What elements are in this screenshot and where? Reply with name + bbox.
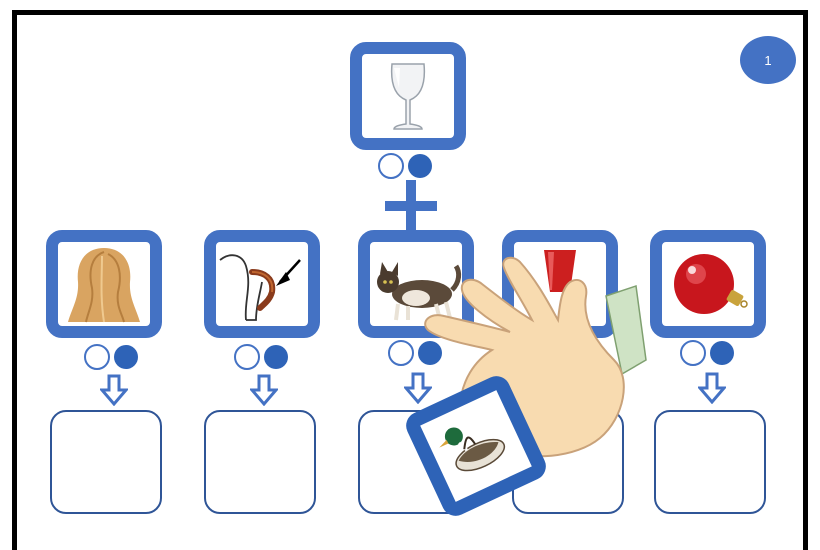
sound-dot-filled[interactable]	[264, 345, 288, 369]
sound-dot-empty[interactable]	[84, 344, 110, 370]
sound-dot-filled[interactable]	[418, 341, 442, 365]
red-ornament-icon	[674, 254, 748, 314]
plus-icon	[385, 180, 437, 232]
answer-slot-2[interactable]	[204, 410, 316, 514]
option-card-1[interactable]	[46, 230, 162, 338]
option-5-sound-dots	[680, 340, 740, 370]
tail-icon	[219, 254, 301, 321]
sound-dot-filled[interactable]	[710, 341, 734, 365]
sound-dot-empty[interactable]	[234, 344, 260, 370]
down-arrow-icon	[698, 372, 726, 404]
answer-slot-5[interactable]	[654, 410, 766, 514]
cat-icon	[377, 262, 462, 321]
down-arrow-icon	[100, 374, 128, 406]
sound-dot-empty[interactable]	[378, 153, 404, 179]
option-3-sound-dots	[388, 340, 448, 370]
option-card-5[interactable]	[650, 230, 766, 338]
page-number-badge: 1	[740, 36, 796, 84]
option-2-sound-dots	[234, 344, 294, 374]
option-1-sound-dots	[84, 344, 144, 374]
down-arrow-icon	[404, 372, 432, 404]
target-card[interactable]	[350, 42, 466, 150]
blonde-hair-icon	[68, 248, 140, 323]
red-cup-icon	[544, 250, 576, 292]
page-number: 1	[764, 52, 772, 68]
down-arrow-icon	[250, 374, 278, 406]
sound-dot-filled[interactable]	[408, 154, 432, 178]
sound-dot-empty[interactable]	[388, 340, 414, 366]
sound-dot-filled[interactable]	[114, 345, 138, 369]
target-sound-dots	[378, 153, 438, 183]
wine-glass-icon	[390, 63, 426, 130]
answer-slot-1[interactable]	[50, 410, 162, 514]
dragged-card[interactable]	[401, 371, 551, 521]
sound-dot-empty[interactable]	[680, 340, 706, 366]
option-card-2[interactable]	[204, 230, 320, 338]
duck-icon	[439, 427, 506, 472]
